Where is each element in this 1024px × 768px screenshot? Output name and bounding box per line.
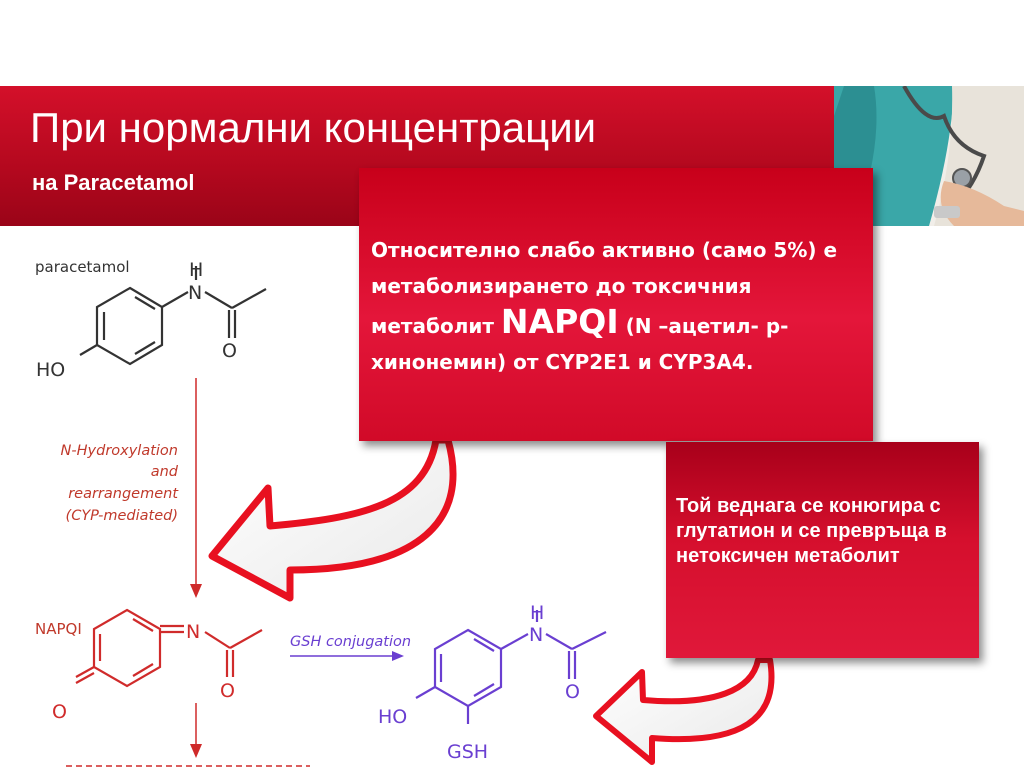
atom-ho-top: HO [36,359,65,381]
gsh-arrowhead [392,651,404,661]
callout-glutathione-text: Той веднага се конюгира с глутатион и се… [676,495,947,567]
gsh-conjugation-label: GSH conjugation [290,634,411,650]
atom-o-napqi: O [220,680,235,702]
slide-subtitle: на Paracetamol [32,170,195,195]
paracetamol-label: paracetamol [35,258,130,276]
hydroxylation-line-2: and [151,464,179,480]
napqi-highlight: NAPQI [500,302,619,341]
hydroxylation-line-3: rearrangement [68,486,179,502]
callout-napqi-box: Относително слабо активно (само 5%) е ме… [359,168,873,441]
callout-napqi-text-after: (N –ацетил- р-хинонемин) от CYP2E1 и CYP… [371,314,789,374]
atom-n-top: N [188,282,202,304]
atom-n-gsh: N [529,624,543,646]
hydroxylation-line-4: (CYP-mediated) [66,508,178,524]
curved-arrow-large [208,436,457,602]
reaction-arrowhead-1 [190,584,202,598]
atom-o-top: O [222,340,237,362]
atom-ho-gsh: HO [378,706,407,728]
atom-h-gsh: H [530,602,544,624]
paracetamol-structure [79,266,267,366]
napqi-label: NAPQI [35,620,82,638]
callout-napqi-text-before: Относително слабо активно (само 5%) е ме… [371,238,838,338]
hydroxylation-line-1: N-Hydroxylation [61,443,178,459]
atom-n-napqi: N [186,621,200,643]
slide-title: При нормални концентрации [30,104,597,151]
atom-o-napqi-ring: O [52,701,67,723]
atom-gsh: GSH [447,741,488,763]
doctor-photo [834,86,1024,226]
atom-o-gsh: O [565,681,580,703]
gsh-conjugate-structure [415,610,607,724]
callout-glutathione-box: Той веднага се конюгира с глутатион и се… [666,442,979,658]
curved-arrow-small [593,657,775,765]
reaction-arrowhead-2 [190,744,202,758]
callout-napqi-text: Относително слабо активно (само 5%) е ме… [371,232,865,380]
atom-h-top: H [189,259,203,281]
napqi-structure [75,608,263,688]
